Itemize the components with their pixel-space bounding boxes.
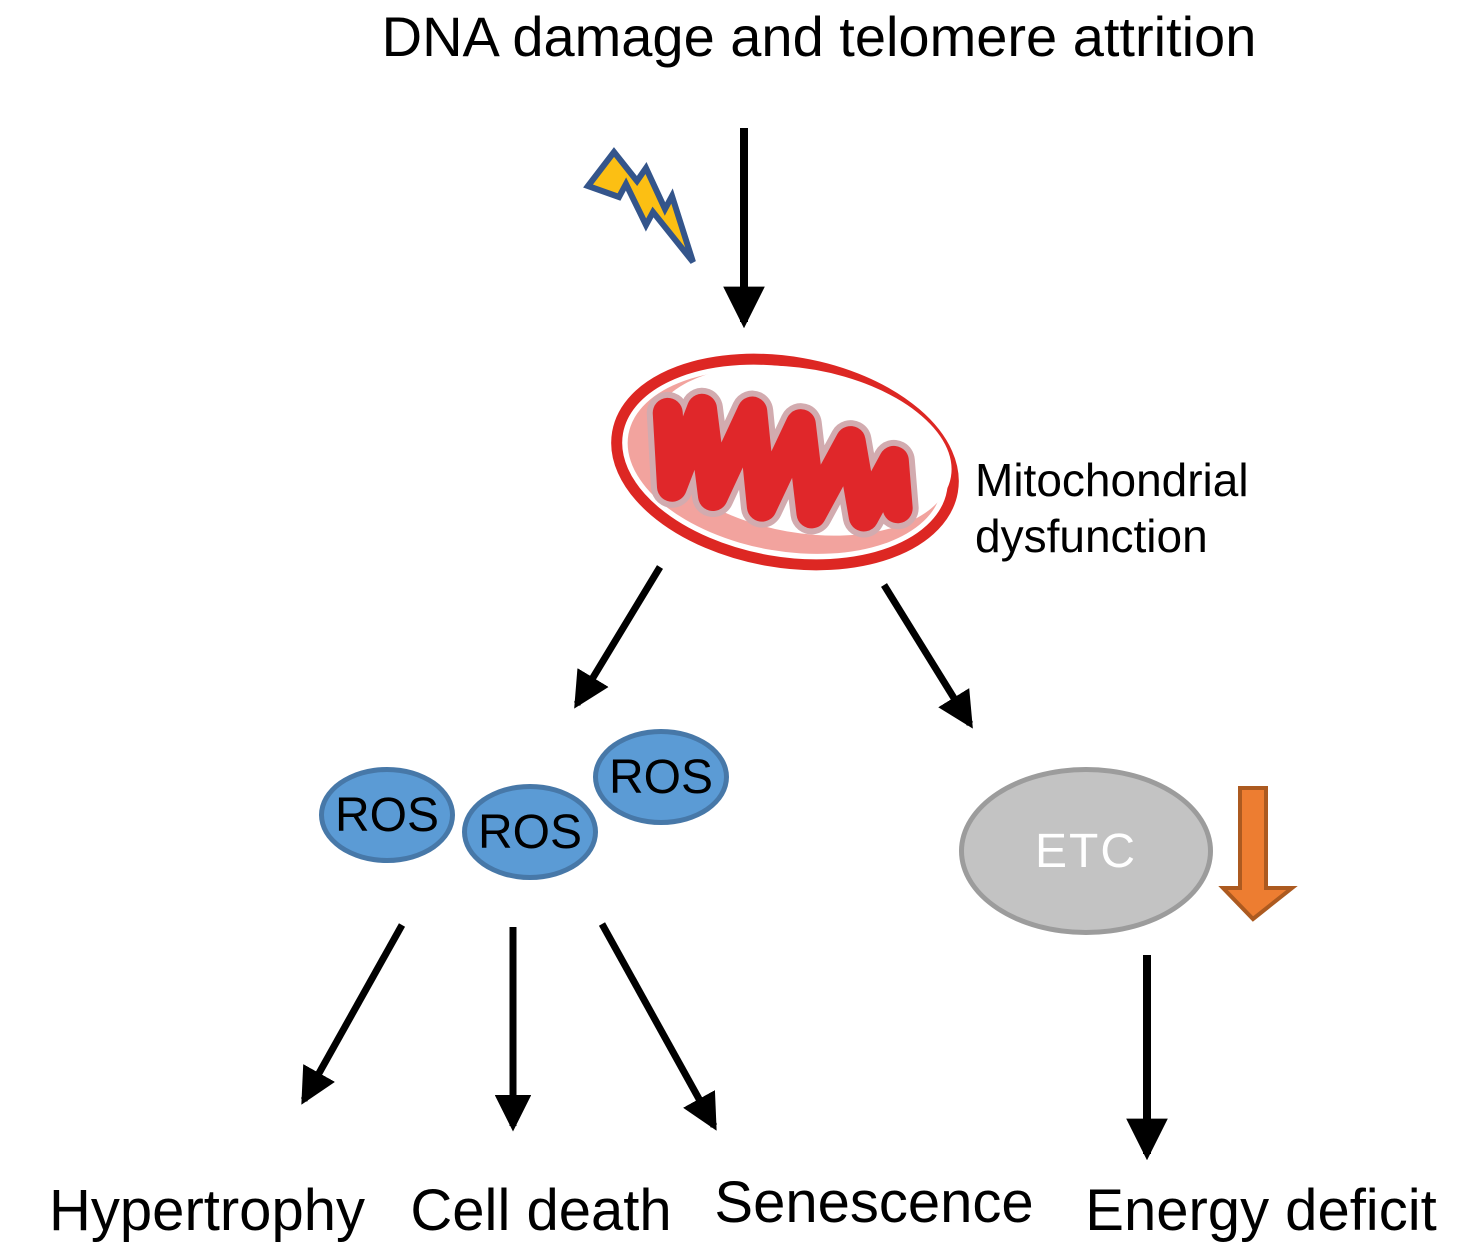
outcome-energy-deficit: Energy deficit xyxy=(1085,1178,1437,1243)
etc-node: ETC xyxy=(959,767,1213,935)
arrow-mitochondria-to-etc xyxy=(881,583,973,729)
ros-node-1: ROS xyxy=(319,767,455,863)
mitochondrial-dysfunction-label: Mitochondrial dysfunction xyxy=(975,454,1249,563)
diagram-title: DNA damage and telomere attrition xyxy=(381,5,1257,68)
arrow-ros-to-hypertrophy xyxy=(300,923,406,1105)
ros-node-2-label: ROS xyxy=(477,805,582,859)
orange-down-arrow-icon xyxy=(1218,786,1298,922)
etc-node-label: ETC xyxy=(1035,824,1137,878)
arrow-ros-to-senescence xyxy=(598,922,718,1131)
ros-node-3: ROS xyxy=(593,729,729,825)
mitochondrion-cristae xyxy=(652,393,913,532)
outcome-hypertrophy: Hypertrophy xyxy=(49,1178,365,1243)
lightning-bolt-icon xyxy=(583,147,696,264)
ros-node-1-label: ROS xyxy=(334,788,439,842)
outcome-senescence: Senescence xyxy=(714,1170,1034,1235)
ros-node-3-label: ROS xyxy=(608,750,713,804)
outcome-cell-death: Cell death xyxy=(410,1178,672,1243)
ros-node-2: ROS xyxy=(462,784,598,880)
arrow-mitochondria-to-ros xyxy=(574,565,663,709)
mitochondrion-icon xyxy=(611,353,959,571)
